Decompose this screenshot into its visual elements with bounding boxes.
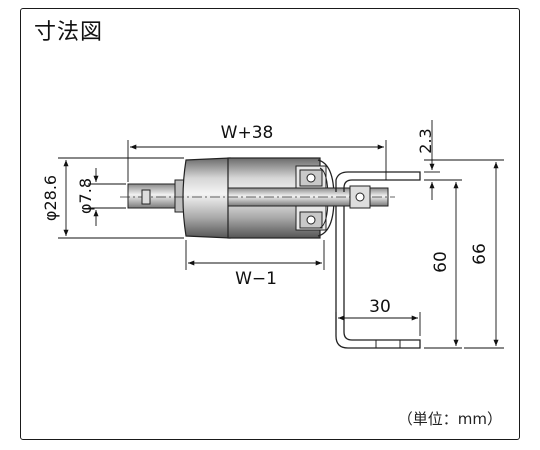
dim-outer-diameter-label: φ28.6 — [41, 175, 60, 221]
roller-assembly — [120, 157, 395, 239]
bracket-vertical — [335, 206, 421, 349]
bracket-foot — [375, 340, 401, 348]
bracket-hook — [335, 171, 421, 192]
nut-bolt — [355, 192, 365, 202]
dim-total-height-label: 66 — [470, 243, 490, 265]
mounting-bracket — [335, 171, 421, 349]
roller-tube — [182, 157, 231, 239]
left-shaft — [127, 183, 181, 209]
dim-outer-diameter: φ28.6 — [41, 157, 184, 239]
dim-bracket-depth: 30 — [335, 297, 421, 336]
dim-bracket-height-label: 60 — [431, 251, 451, 273]
dim-total-height: 66 — [424, 159, 504, 349]
dim-overall-width-label: W+38 — [221, 123, 274, 143]
bolt-bottom — [306, 215, 316, 225]
bolt-top — [306, 173, 316, 183]
unit-note: （単位：mm） — [397, 410, 502, 428]
dim-roller-width: W−1 — [185, 240, 325, 289]
dim-roller-width-label: W−1 — [235, 269, 277, 289]
dim-shaft-diameter-label: φ7.8 — [76, 178, 95, 214]
drawing-title: 寸法図 — [34, 20, 104, 45]
dim-overall-width: W+38 — [127, 123, 387, 182]
shaft-pin — [141, 189, 151, 205]
dim-bracket-offset-label: 2.3 — [416, 128, 435, 153]
dim-bracket-height: 60 — [424, 179, 462, 349]
dim-bracket-depth-label: 30 — [369, 297, 391, 317]
dim-shaft-diameter: φ7.8 — [76, 168, 126, 226]
